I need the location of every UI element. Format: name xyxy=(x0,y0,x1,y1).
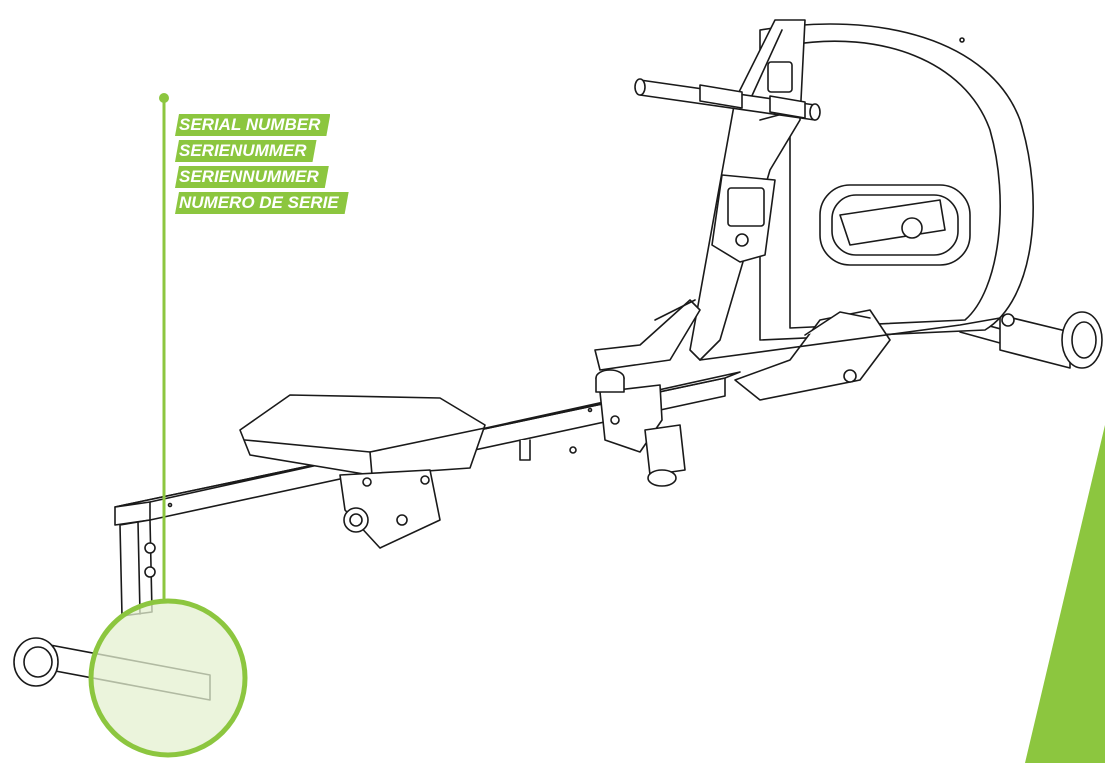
handle-bar xyxy=(634,78,821,121)
rail-clamp xyxy=(519,369,686,487)
rowing-seat xyxy=(239,394,486,549)
label-serial-number-spanish: NUMERO DE SERIE xyxy=(175,192,349,214)
corner-accent-shape xyxy=(1025,425,1105,763)
callout-leader-dot xyxy=(159,93,169,103)
label-serial-number-dutch: SERIENNUMMER xyxy=(175,166,329,188)
flywheel-housing xyxy=(759,23,1034,341)
rear-stabilizer xyxy=(959,311,1103,369)
label-serial-number-german: SERIENUMMER xyxy=(175,140,317,162)
footrest-right xyxy=(734,309,891,401)
rowing-machine-drawing xyxy=(13,19,1103,701)
label-serial-number-english: SERIAL NUMBER xyxy=(175,114,330,136)
serial-number-labels: SERIAL NUMBER SERIENUMMER SERIENNUMMER N… xyxy=(175,114,349,218)
console-display xyxy=(711,174,776,263)
front-leg xyxy=(119,519,156,617)
serial-number-highlight-circle xyxy=(88,598,248,758)
footrest-left xyxy=(594,299,701,371)
